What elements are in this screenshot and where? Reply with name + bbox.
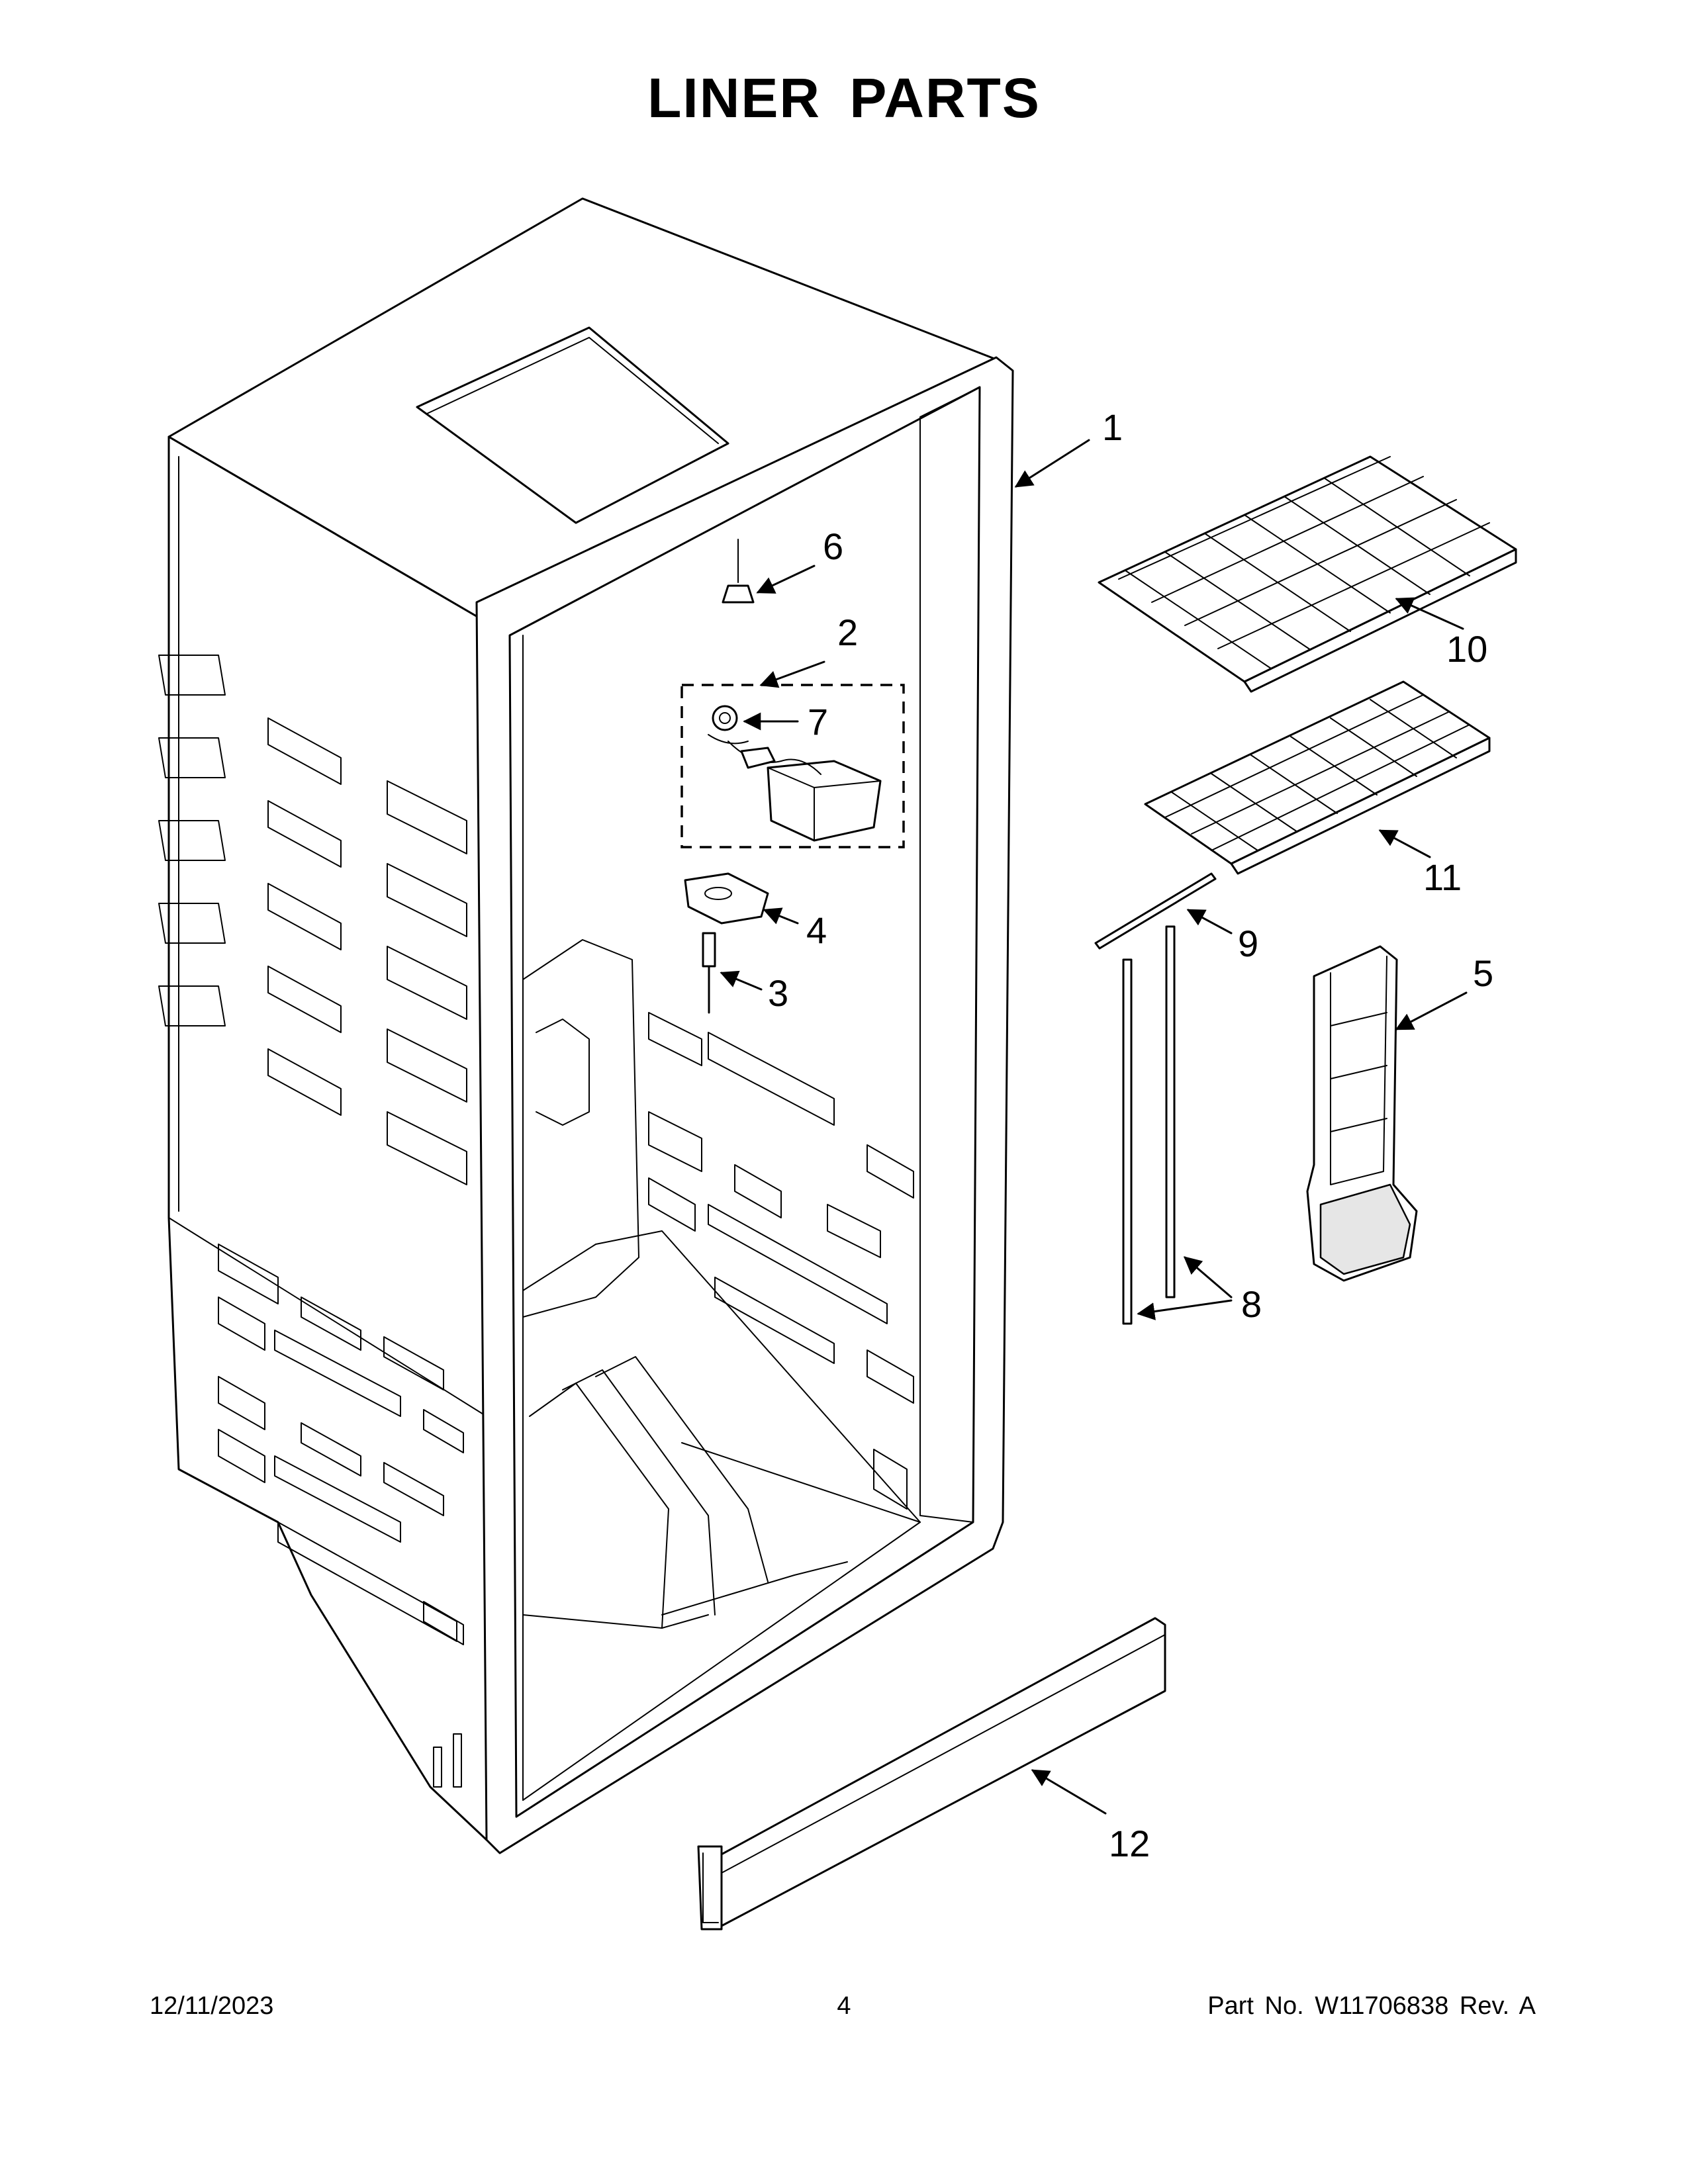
callout-3: 3 <box>768 972 788 1014</box>
callout-10: 10 <box>1446 628 1487 670</box>
part-2-control-box <box>727 741 882 842</box>
callout-6: 6 <box>823 525 843 567</box>
callout-8: 8 <box>1241 1283 1262 1325</box>
part-4-bracket <box>684 872 769 925</box>
callout-2: 2 <box>837 612 858 653</box>
callout-7: 7 <box>808 701 828 743</box>
part-5-duct <box>1306 945 1418 1282</box>
footer-page-number: 4 <box>837 1992 851 2020</box>
callout-arrows <box>720 439 1468 1815</box>
shelf-rails <box>648 1012 914 1510</box>
part-9-strip <box>1094 872 1217 950</box>
callout-9: 9 <box>1238 923 1258 964</box>
part-2-assembly-box <box>680 684 905 848</box>
callout-11: 11 <box>1423 856 1462 898</box>
liner <box>158 197 1014 1854</box>
callout-labels: 1 2 3 4 5 6 7 8 9 10 11 12 <box>768 406 1493 1864</box>
part-6-clip <box>722 539 755 604</box>
side-pockets <box>158 655 467 1788</box>
callout-5: 5 <box>1473 952 1493 994</box>
page-title: LINER PARTS <box>647 67 1041 129</box>
callout-4: 4 <box>806 909 827 951</box>
part-10-shelf <box>1098 455 1517 693</box>
footer-part-number: Part No. W11706838 Rev. A <box>1207 1992 1536 2020</box>
part-3-probe <box>702 932 716 1014</box>
part-7-sensor <box>708 705 749 745</box>
footer-date: 12/11/2023 <box>150 1992 274 2020</box>
part-8-rods <box>1122 925 1176 1325</box>
part-12-base-trim <box>697 1617 1166 1931</box>
callout-12: 12 <box>1109 1823 1150 1864</box>
part-11-shelf <box>1144 680 1491 875</box>
callout-1: 1 <box>1102 406 1123 448</box>
